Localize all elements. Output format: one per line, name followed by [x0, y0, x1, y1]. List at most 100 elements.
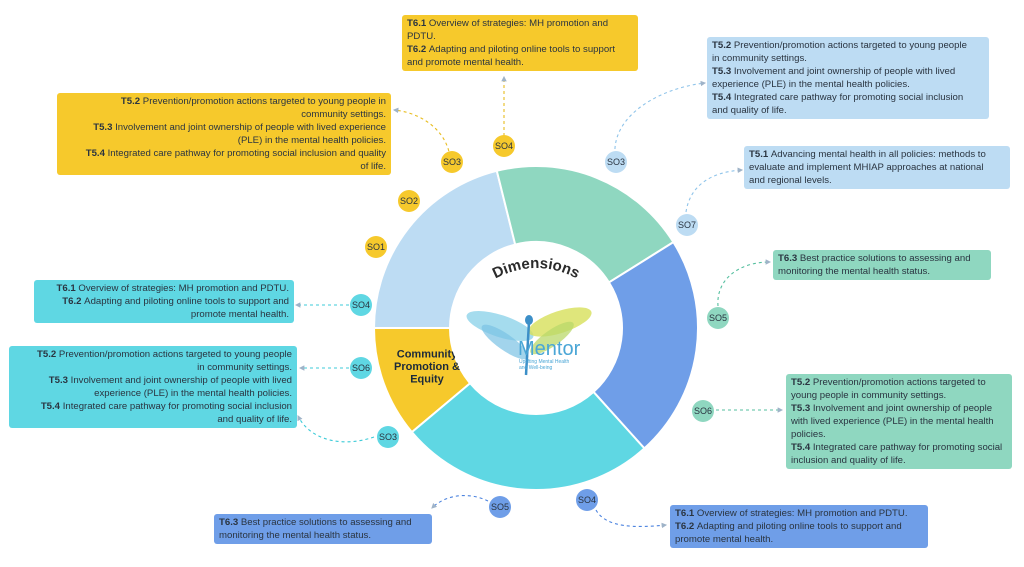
- so-badge: [365, 236, 387, 258]
- task-code: T5.4: [85, 148, 108, 159]
- so-badge-label: SO3: [607, 157, 625, 167]
- connector-cyan-bottom: [297, 415, 375, 443]
- task-code: T5.3: [712, 66, 734, 77]
- task-text: and quality of life.: [217, 414, 292, 425]
- task-text: promote mental health.: [675, 534, 774, 545]
- task-text: in community settings.: [712, 53, 807, 64]
- so-badge-label: SO2: [400, 196, 418, 206]
- task-code: T5.4: [712, 92, 734, 103]
- so-badge: [350, 357, 372, 379]
- task-code: T6.1: [56, 283, 79, 294]
- task-line: T5.1 Advancing mental health in all poli…: [749, 148, 1005, 161]
- task-text: monitoring the mental health status.: [219, 530, 371, 541]
- task-code: T6.2: [62, 296, 85, 307]
- task-code: T5.2: [120, 96, 143, 107]
- task-line: promote mental health.: [39, 308, 289, 321]
- task-line: evaluate and implement MHIAP approaches …: [749, 161, 1005, 174]
- task-line: T6.2 Adapting and piloting online tools …: [39, 295, 289, 308]
- so-badge-label: SO4: [495, 141, 513, 151]
- task-text: Involvement and joint ownership of peopl…: [115, 122, 386, 133]
- task-code: T5.2: [791, 377, 813, 388]
- task-line: T5.3 Involvement and joint ownership of …: [712, 65, 984, 78]
- task-code: T6.3: [778, 253, 800, 264]
- task-text: Prevention/promotion actions targeted to…: [142, 96, 386, 107]
- task-line: in community settings.: [712, 52, 984, 65]
- task-text: Best practice solutions to assessing and: [240, 517, 412, 528]
- so-badge-label: SO1: [367, 242, 385, 252]
- task-text: Prevention/promotion actions targeted to: [812, 377, 986, 388]
- task-line: and regional levels.: [749, 174, 1005, 187]
- task-code: T6.1: [675, 508, 697, 519]
- segment-group: EvidenceGeneration &KnowledgeTransferPol…: [372, 165, 699, 491]
- task-box-violet-left: T6.3 Best practice solutions to assessin…: [214, 514, 432, 544]
- task-text: of life.: [360, 161, 386, 172]
- task-text: Integrated care pathway for promoting so…: [62, 401, 292, 412]
- so-badge-label: SO4: [578, 495, 596, 505]
- so-badge: [377, 426, 399, 448]
- task-code: T5.2: [712, 40, 734, 51]
- task-line: T6.1 Overview of strategies: MH promotio…: [39, 282, 289, 295]
- task-text: Overview of strategies: MH promotion and…: [696, 508, 908, 519]
- task-box-yellow-top: T6.1 Overview of strategies: MH promotio…: [402, 15, 638, 71]
- task-text: community settings.: [301, 109, 386, 120]
- task-code: T5.3: [48, 375, 71, 386]
- connector-group: [294, 75, 784, 529]
- task-text: Involvement and joint ownership of peopl…: [70, 375, 292, 386]
- task-line: of life.: [62, 160, 386, 173]
- task-line: T6.2 Adapting and piloting online tools …: [675, 520, 923, 533]
- task-code: T6.3: [219, 517, 241, 528]
- task-box-blue-mid: T5.1 Advancing mental health in all poli…: [744, 146, 1010, 189]
- task-text: Best practice solutions to assessing and: [799, 253, 971, 264]
- task-line: T5.3 Involvement and joint ownership of …: [791, 402, 1007, 415]
- so-badge: [576, 489, 598, 511]
- task-code: T5.2: [37, 349, 59, 360]
- task-line: experience (PLE) in the mental health po…: [14, 387, 292, 400]
- task-box-yellow-left: T5.2 Prevention/promotion actions target…: [57, 93, 391, 175]
- task-line: T6.1 Overview of strategies: MH promotio…: [407, 17, 633, 30]
- task-line: T5.4 Integrated care pathway for promoti…: [14, 400, 292, 413]
- task-text: PDTU.: [407, 31, 436, 42]
- task-text: and promote mental health.: [407, 57, 524, 68]
- task-line: T5.2 Prevention/promotion actions target…: [62, 95, 386, 108]
- task-line: PDTU.: [407, 30, 633, 43]
- task-text: Adapting and piloting online tools to su…: [696, 521, 902, 532]
- task-text: Involvement and joint ownership of peopl…: [812, 403, 993, 414]
- task-line: and quality of life.: [712, 104, 984, 117]
- task-text: with lived experience (PLE) in the menta…: [791, 416, 994, 427]
- so-badge: [707, 307, 729, 329]
- task-line: T5.3 Involvement and joint ownership of …: [14, 374, 292, 387]
- task-text: Advancing mental health in all policies:…: [770, 149, 986, 160]
- task-line: T5.2 Prevention/promotion actions target…: [791, 376, 1007, 389]
- task-code: T5.1: [749, 149, 771, 160]
- task-text: Involvement and joint ownership of peopl…: [733, 66, 956, 77]
- so-badge: [441, 151, 463, 173]
- task-line: experience (PLE) in the mental health po…: [712, 78, 984, 91]
- connector-violet-right: [595, 509, 668, 529]
- task-line: T5.2 Prevention/promotion actions target…: [14, 348, 292, 361]
- task-line: T6.1 Overview of strategies: MH promotio…: [675, 507, 923, 520]
- so-badge: [489, 496, 511, 518]
- task-line: inclusion and quality of life.: [791, 454, 1007, 467]
- task-text: (PLE) in the mental health policies.: [237, 135, 386, 146]
- task-text: in community settings.: [197, 362, 292, 373]
- task-code: T6.2: [675, 521, 697, 532]
- task-text: Integrated care pathway for promoting so…: [733, 92, 964, 103]
- so-badge: [493, 135, 515, 157]
- so-badge-label: SO5: [491, 502, 509, 512]
- task-box-cyan-top: T6.1 Overview of strategies: MH promotio…: [34, 280, 294, 323]
- so-badge: [350, 294, 372, 316]
- connector-violet-left: [431, 495, 489, 509]
- task-code: T5.4: [791, 442, 813, 453]
- so-badge: [692, 400, 714, 422]
- task-text: promote mental health.: [190, 309, 289, 320]
- task-line: T6.3 Best practice solutions to assessin…: [778, 252, 986, 265]
- task-line: T5.4 Integrated care pathway for promoti…: [791, 441, 1007, 454]
- connector-blue-mid: [685, 167, 744, 213]
- task-text: monitoring the mental health status.: [778, 266, 930, 277]
- task-box-green-bottom: T5.2 Prevention/promotion actions target…: [786, 374, 1012, 469]
- task-line: promote mental health.: [675, 533, 923, 546]
- so-badge: [398, 190, 420, 212]
- task-text: evaluate and implement MHIAP approaches …: [749, 162, 984, 173]
- task-line: T5.2 Prevention/promotion actions target…: [712, 39, 984, 52]
